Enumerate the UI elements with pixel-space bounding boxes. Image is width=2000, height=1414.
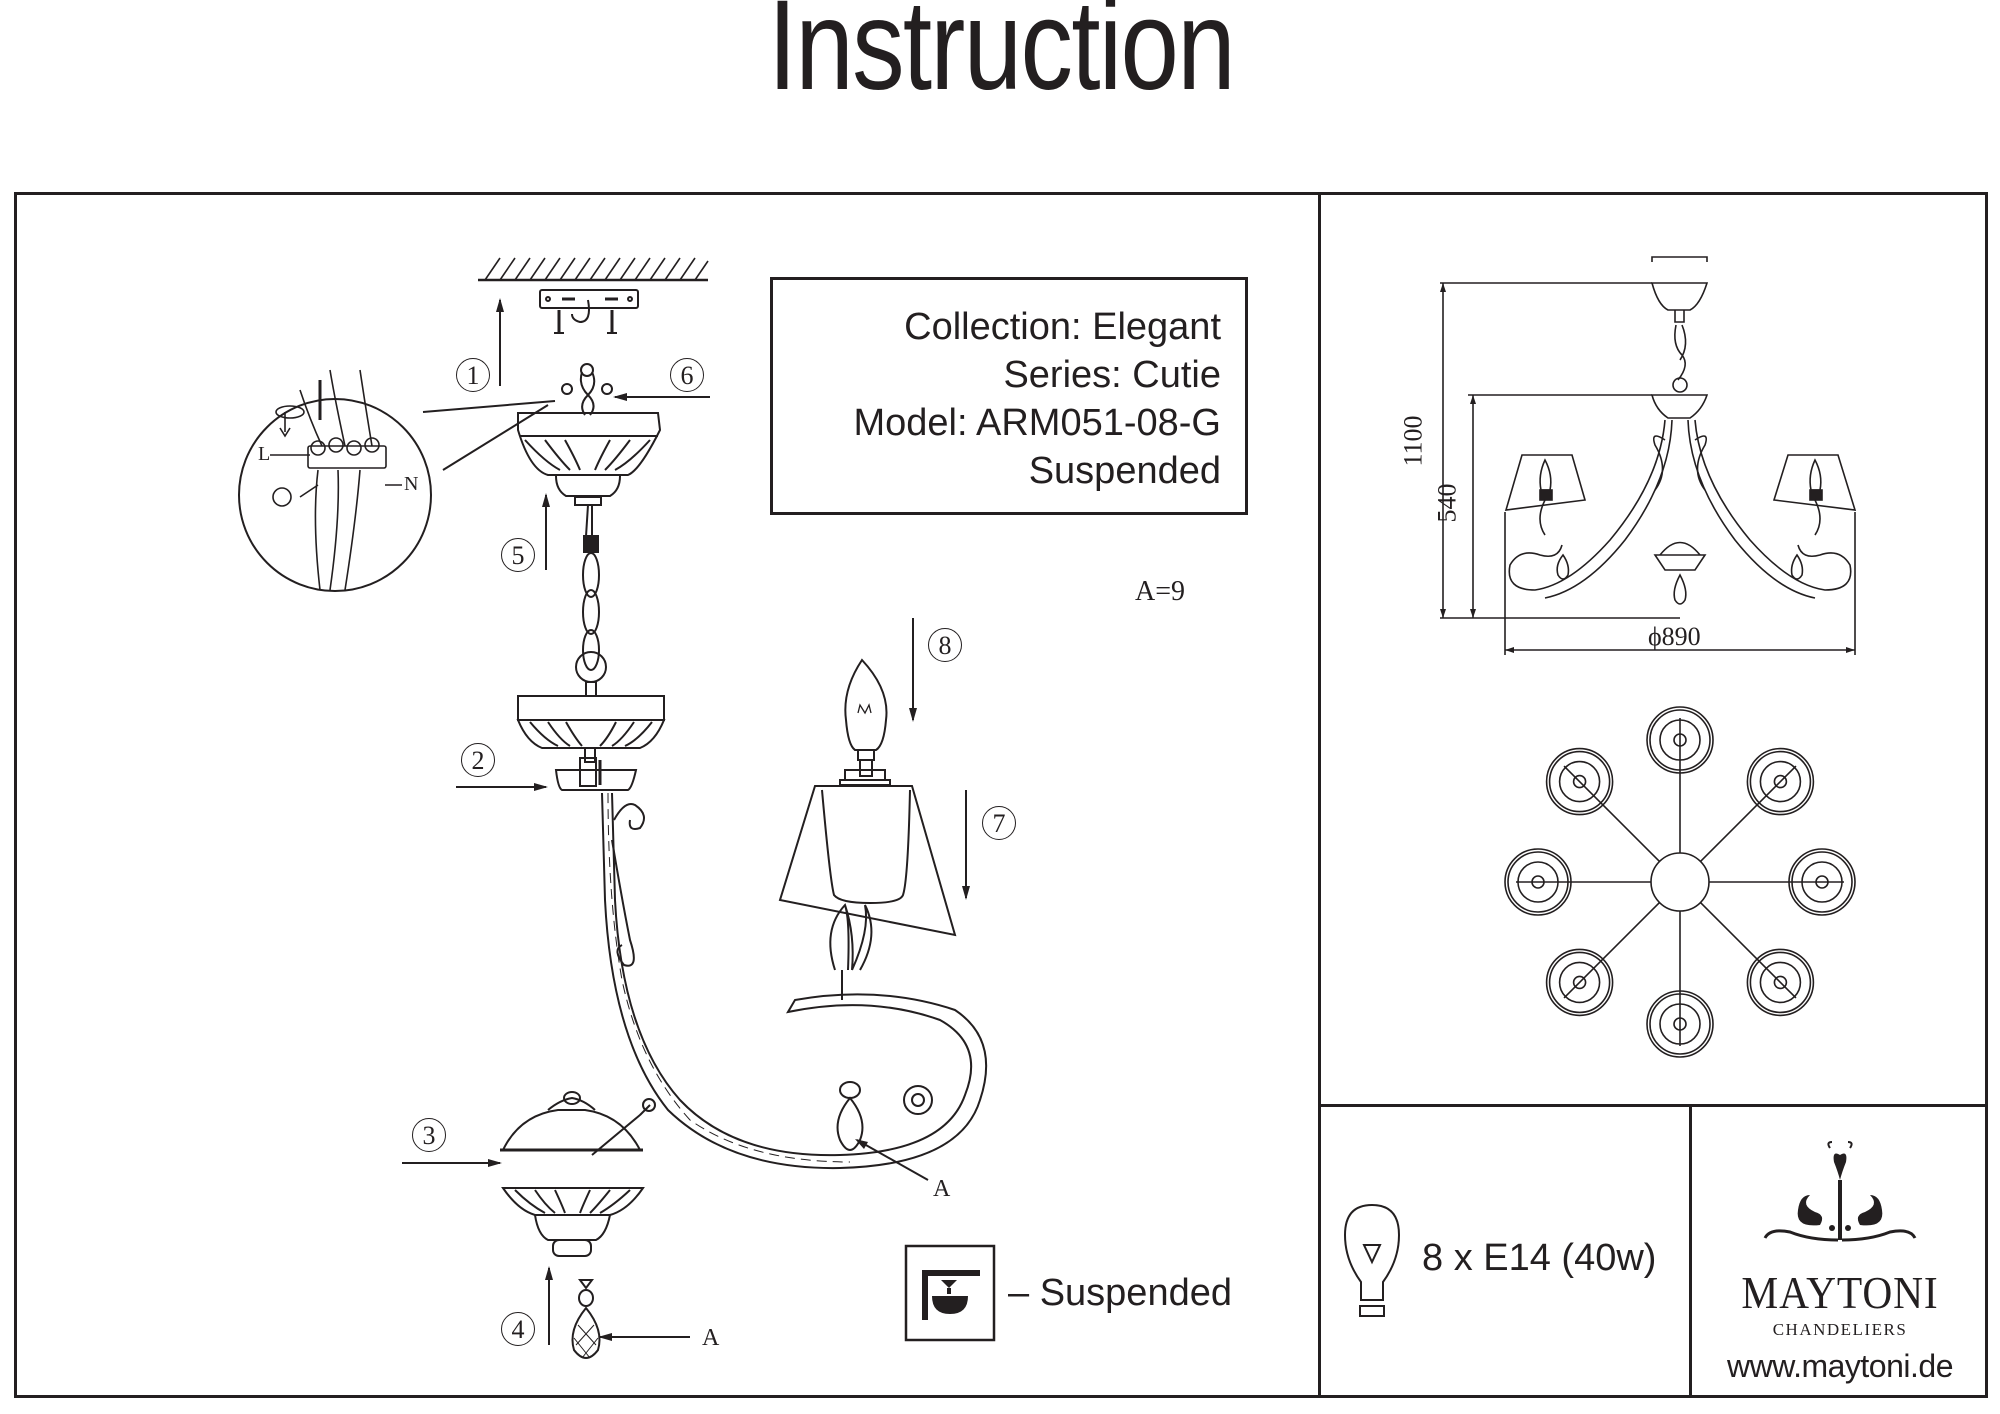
ceiling-hatch xyxy=(478,257,709,282)
product-info-box: Collection: Elegant Series: Cutie Model:… xyxy=(770,277,1248,515)
top-view-shade-outer xyxy=(1646,706,1714,774)
top-view-shade-inner xyxy=(1517,861,1559,903)
top-view-socket xyxy=(1773,975,1788,990)
lamp-shade xyxy=(778,769,957,937)
top-view-shade-outer xyxy=(1746,948,1815,1017)
divider-vertical-main xyxy=(1318,192,1321,1398)
top-view-shade-outer xyxy=(1504,848,1572,916)
suspended-mount-icon xyxy=(904,1244,996,1342)
type-label: Suspended xyxy=(1028,450,1221,492)
step-2-marker: 2 xyxy=(461,743,495,777)
top-view-socket xyxy=(1572,774,1587,789)
top-view-shade-rim xyxy=(1649,709,1711,771)
top-view-drawing xyxy=(1504,706,1856,1058)
top-view-socket xyxy=(1673,733,1687,747)
dimension-body-height: 540 xyxy=(1432,483,1462,523)
top-view-shade-outer xyxy=(1646,990,1714,1058)
candle-bulb xyxy=(844,658,888,777)
top-view-shade-inner xyxy=(1759,760,1802,803)
collection-label: Collection: Elegant xyxy=(904,306,1221,348)
dimension-total-height: 1100 xyxy=(1398,415,1428,467)
top-view-shade-inner xyxy=(1801,861,1843,903)
top-view-shade-outer xyxy=(1545,747,1614,816)
brand-url[interactable]: www.maytoni.de xyxy=(1727,1348,1953,1384)
top-view-socket xyxy=(1531,875,1545,889)
bottom-cover xyxy=(500,1091,656,1156)
top-view-socket xyxy=(1572,975,1587,990)
wire-label-live: L xyxy=(258,443,271,465)
top-view-shade-inner xyxy=(1558,961,1601,1004)
brand-block: MAYTONI CHANDELIERS www.maytoni.de xyxy=(1692,1270,1988,1385)
top-view-arm xyxy=(1699,765,1797,863)
top-view-shade-outer xyxy=(1746,747,1815,816)
top-view-shade-rim xyxy=(1548,951,1611,1014)
brand-name: MAYTONI xyxy=(1741,1267,1939,1318)
step-1-marker: 1 xyxy=(456,358,490,392)
top-view-center xyxy=(1650,852,1710,912)
suspension-chain xyxy=(575,504,607,697)
top-view-shade-outer xyxy=(1545,948,1614,1017)
wire-label-neutral: N xyxy=(404,473,419,495)
top-view-shade-inner xyxy=(1659,719,1701,761)
maytoni-logo-icon xyxy=(1763,1141,1917,1242)
top-view-socket xyxy=(1773,774,1788,789)
crystal-label-a-lower: A xyxy=(702,1325,720,1351)
instruction-frame xyxy=(14,192,1988,1398)
mount-type-label: – Suspended xyxy=(1008,1272,1232,1314)
dimension-diameter: ϕ890 xyxy=(1648,622,1701,651)
top-view-shade-rim xyxy=(1791,851,1853,913)
crystal-label-a: A xyxy=(933,1176,951,1202)
top-view-shade-inner xyxy=(1659,1003,1701,1045)
model-label: Model: ARM051-08-G xyxy=(853,402,1222,444)
divider-horizontal-right xyxy=(1318,1104,1988,1107)
top-view-shade-inner xyxy=(1759,961,1802,1004)
top-view-arm xyxy=(1699,901,1797,999)
arrow-crystal-a xyxy=(856,1139,929,1181)
step-6-marker: 6 xyxy=(670,358,704,392)
top-view-shade-inner xyxy=(1558,760,1601,803)
wiring-detail-magnifier xyxy=(238,369,556,592)
page-title: Instruction xyxy=(767,0,1236,117)
bottom-cup xyxy=(501,1187,645,1257)
top-view-shade-rim xyxy=(1749,750,1812,813)
step-7-marker: 7 xyxy=(982,806,1016,840)
step-3-marker: 3 xyxy=(412,1118,446,1152)
top-view-socket xyxy=(1673,1017,1687,1031)
bulb-spec-label: 8 x E14 (40w) xyxy=(1422,1237,1657,1279)
top-view-shade-outer xyxy=(1788,848,1856,916)
step-5-marker: 5 xyxy=(501,538,535,572)
series-label: Series: Cutie xyxy=(1003,354,1221,396)
chandelier-arm xyxy=(601,792,988,1170)
lightbulb-icon xyxy=(1343,1203,1401,1317)
step-8-marker: 8 xyxy=(928,628,962,662)
side-elevation-drawing xyxy=(1440,256,1857,655)
top-view-shade-rim xyxy=(1507,851,1569,913)
crystal-count-label: A=9 xyxy=(1135,576,1186,607)
crystal-drop xyxy=(571,1279,601,1359)
step-4-marker: 4 xyxy=(501,1312,535,1346)
divider-vertical-bottom xyxy=(1689,1104,1692,1398)
top-view-socket xyxy=(1815,875,1829,889)
brand-subtitle: CHANDELIERS xyxy=(1772,1320,1908,1339)
top-view-arm xyxy=(1563,901,1661,999)
mounting-bracket xyxy=(539,289,639,334)
top-view-shade-rim xyxy=(1749,951,1812,1014)
top-view-shade-rim xyxy=(1649,993,1711,1055)
top-view-shade-rim xyxy=(1548,750,1611,813)
body-bowl xyxy=(516,695,666,791)
ceiling-canopy xyxy=(517,363,662,506)
top-view-arm xyxy=(1563,765,1661,863)
